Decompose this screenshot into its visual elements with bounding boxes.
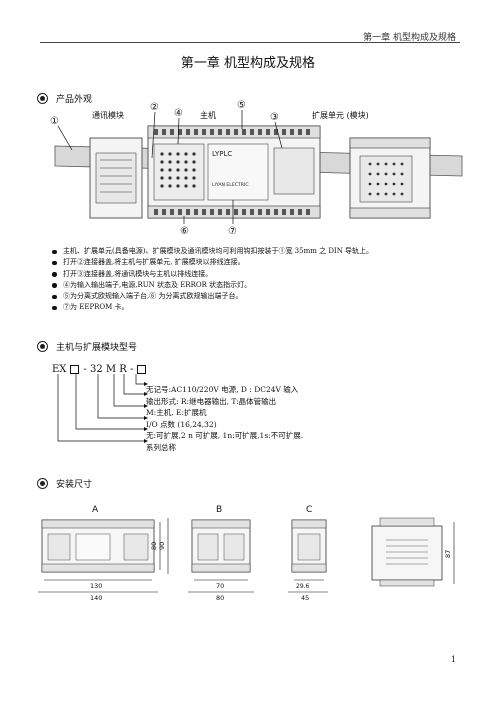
drawing-b-label: B	[216, 505, 222, 515]
maker-label: LIYAN ELECTRIC	[212, 182, 249, 188]
section-dimensions-label: 安装尺寸	[56, 480, 93, 490]
chapter-title: 第一章 机型构成及规格	[180, 56, 316, 71]
callout-6: ⑥	[180, 226, 189, 237]
legend-line: M:主机, E:扩展机	[146, 408, 207, 417]
dim-a-width-outer: 140	[90, 594, 102, 602]
section-models-label: 主机与扩展模块型号	[56, 343, 138, 353]
dim-a-height-outer: 90	[158, 542, 166, 550]
dim-side-height: 87	[444, 550, 452, 558]
expansion-label: 扩展单元 (模块)	[312, 110, 369, 120]
legend-line: I/O 点数 (16,24,32)	[146, 419, 217, 429]
note-item: ⑤为分离式欧规输入端子台,⑥ 为分离式欧规输出端子台。	[52, 291, 472, 302]
legend-line: 系列总称	[146, 442, 176, 452]
callout-2: ②	[150, 102, 159, 113]
dim-a-height-inner: 80	[150, 542, 158, 550]
drawing-a-label: A	[92, 505, 99, 515]
legend-line: 无记号:AC110/220V 电源, D : DC24V 输入	[146, 385, 299, 394]
running-header: 第一章 机型构成及规格	[363, 33, 456, 43]
brand-label: LYPLC	[212, 150, 232, 158]
dim-b-width-inner: 70	[216, 582, 224, 590]
section-bullet-icon	[37, 93, 48, 104]
section-models: 主机与扩展模块型号	[37, 340, 137, 353]
main-unit-label: 主机	[200, 110, 216, 120]
legend-line: 无:可扩展,2 n 可扩展, 1n:可扩展,1s:不可扩展.	[146, 431, 304, 440]
callout-5: ⑤	[237, 100, 246, 111]
model-code-leader-lines	[57, 374, 148, 443]
model-box-icon	[137, 365, 147, 374]
model-box-icon	[70, 365, 80, 374]
model-prefix: EX	[52, 364, 67, 375]
section-dimensions: 安装尺寸	[37, 477, 92, 490]
page-number: 1	[450, 655, 456, 664]
note-item: 主机、扩展单元(具备电源)、扩展模块及通讯模块均可利用钩扣按装于①宽 35mm …	[52, 246, 472, 257]
dim-c-width-outer: 45	[301, 594, 309, 602]
section-appearance-label: 产品外观	[56, 95, 93, 105]
drawing-c-label: C	[306, 505, 312, 515]
drawing-side-view	[371, 525, 443, 581]
dim-a-width-inner: 130	[90, 582, 102, 590]
section-bullet-icon	[37, 478, 48, 489]
callout-7: ⑦	[228, 226, 237, 237]
dim-c-width-inner: 29.6	[296, 583, 310, 590]
note-item: ④为输入输出端子,电源,RUN 状态及 ERROR 状态指示灯。	[52, 280, 472, 291]
comm-module-label: 通讯模块	[92, 110, 124, 120]
note-item: ⑦为 EEPROM 卡。	[52, 302, 472, 313]
callout-4: ④	[174, 108, 183, 119]
callout-3: ③	[270, 112, 279, 123]
section-appearance: 产品外观	[37, 92, 92, 105]
feature-notes: 主机、扩展单元(具备电源)、扩展模块及通讯模块均可利用钩扣按装于①宽 35mm …	[52, 246, 472, 314]
legend-line: 输出形式: R:继电器输出, T:晶体管输出	[146, 396, 277, 406]
callout-1: ①	[50, 116, 59, 127]
note-item: 打开③连接器盖,将通讯模块与主机以排线连接。	[52, 269, 472, 280]
model-code: EX - 32 M R -	[52, 364, 147, 375]
note-item: 打开②连接器盖,将主机与扩展单元, 扩展模块以排线连接。	[52, 257, 472, 268]
model-mid: - 32 M R -	[83, 364, 134, 375]
dimension-drawings: A B C 130 140 80 90 70 80 29.6 45 87	[38, 505, 455, 602]
header-rule	[40, 42, 460, 43]
section-bullet-icon	[37, 341, 48, 352]
product-illustration: LYPLC LIYAN ELECTRIC 通讯模块 主机 扩展单元 (模块) ①…	[50, 100, 463, 237]
model-code-legend: 无记号:AC110/220V 电源, D : DC24V 输入 输出形式: R:…	[146, 384, 303, 453]
dim-b-width-outer: 80	[216, 594, 224, 602]
